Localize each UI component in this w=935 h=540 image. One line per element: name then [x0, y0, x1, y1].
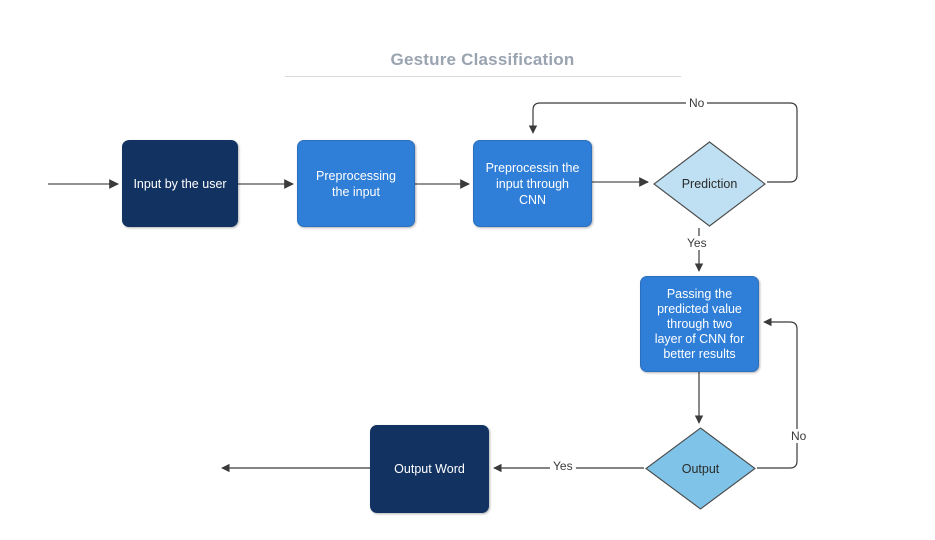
node-input-by-the-user[interactable]: Input by the user [122, 140, 238, 227]
edge-label-output-yes: Yes [550, 459, 576, 473]
edge-prediction-no-loop [528, 102, 798, 183]
node-preprocessing-the-input[interactable]: Preprocessing the input [297, 140, 415, 227]
node-output-word[interactable]: Output Word [370, 425, 489, 513]
page-title: Gesture Classification [390, 50, 575, 69]
node-passing-predicted-value[interactable]: Passing the predicted value through two … [640, 276, 759, 372]
output-diamond-shape [645, 427, 756, 510]
edge-label-prediction-no: No [686, 96, 708, 110]
edge-label-prediction-yes: Yes [684, 236, 710, 250]
edge-output-no-loop [757, 317, 798, 469]
title-divider [285, 76, 681, 77]
node-preprocessin-through-cnn[interactable]: Preprocessin the input through CNN [473, 140, 592, 227]
edge-label-output-no: No [788, 429, 810, 443]
node-output[interactable]: Output [644, 426, 757, 511]
node-prediction[interactable]: Prediction [652, 140, 767, 228]
prediction-diamond-shape [653, 141, 766, 227]
